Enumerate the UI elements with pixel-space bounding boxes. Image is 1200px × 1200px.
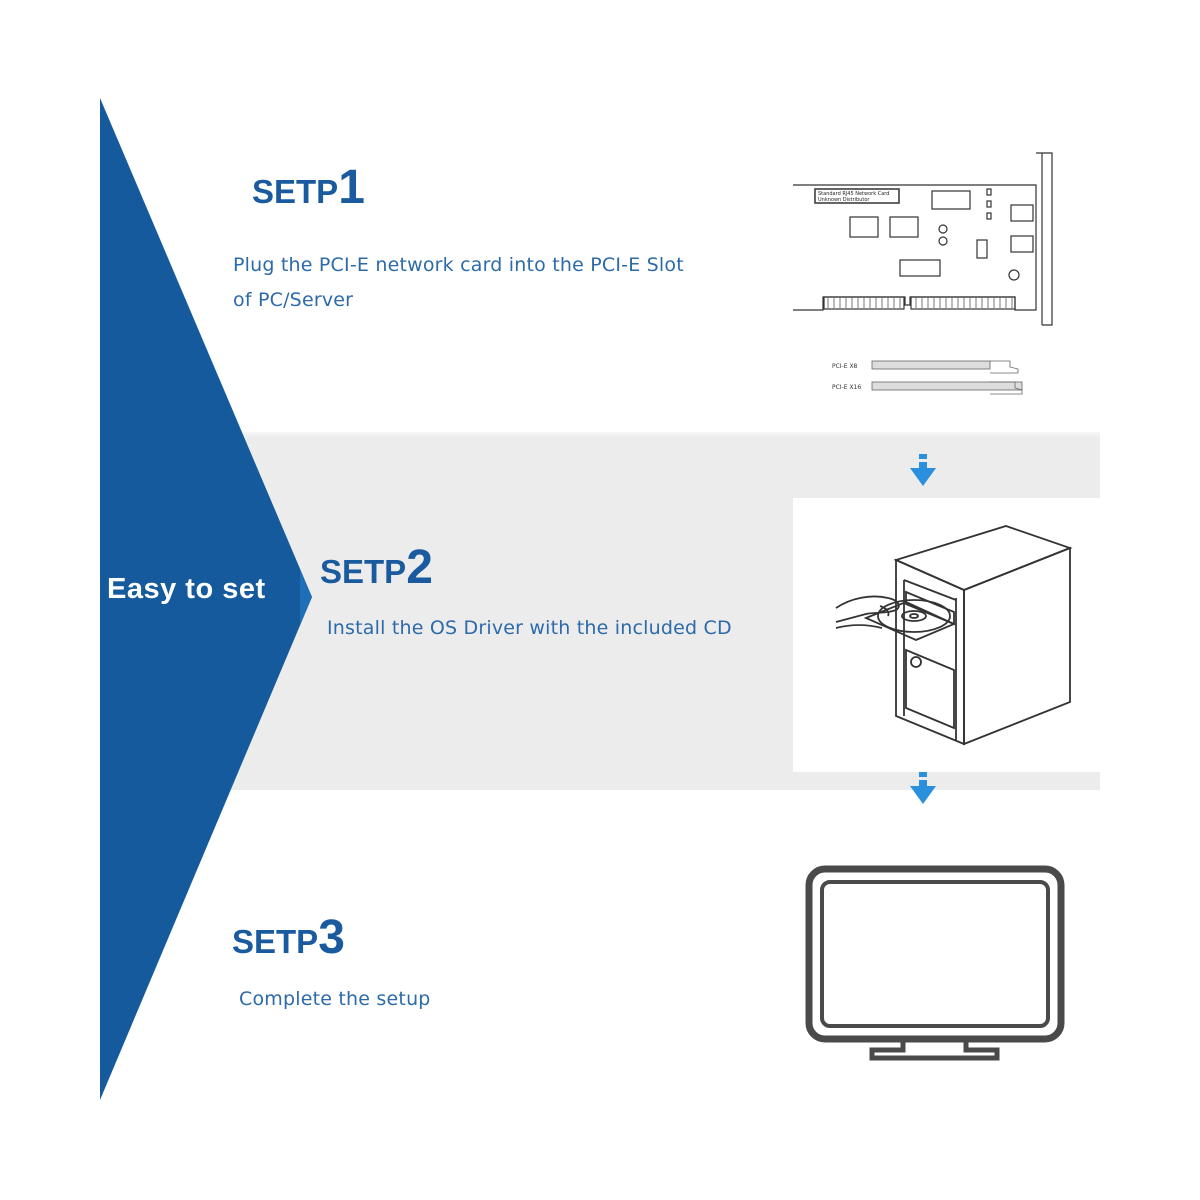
step1-desc-line1: Plug the PCI-E network card into the PCI… <box>233 254 684 276</box>
step3-desc-line1: Complete the setup <box>239 988 431 1010</box>
slot-label-x16: PCI-E X16 <box>832 384 861 391</box>
step2-heading: SETP2 <box>320 540 433 595</box>
step1-desc-line2: of PC/Server <box>233 289 354 311</box>
arrow-down-icon <box>910 454 936 486</box>
step3-word: SETP <box>232 923 319 960</box>
slot-label-x8: PCI-E X8 <box>832 363 858 370</box>
step1-description: Plug the PCI-E network card into the PCI… <box>233 248 684 318</box>
step1-heading: SETP1 <box>252 160 365 215</box>
step2-description: Install the OS Driver with the included … <box>327 611 732 646</box>
step2-desc-line1: Install the OS Driver with the included … <box>327 617 732 639</box>
pcie-slot-icon: PCI-E X8 PCI-E X16 <box>832 360 1023 395</box>
monitor-icon <box>805 865 1065 1061</box>
step3-description: Complete the setup <box>239 982 431 1017</box>
network-card-icon: Standard RJ45 Network Card Unknown Distr… <box>793 152 1053 395</box>
step2-number: 2 <box>406 541 433 594</box>
card-label-line2: Unknown Distributor <box>818 197 870 203</box>
step1-word: SETP <box>252 173 339 210</box>
step3-number: 3 <box>318 911 345 964</box>
step1-number: 1 <box>338 161 365 214</box>
computer-tower-cd-icon <box>835 525 1073 746</box>
card-label-line1: Standard RJ45 Network Card <box>818 191 889 197</box>
arrow-down-icon-2 <box>910 772 936 804</box>
step3-heading: SETP3 <box>232 910 345 965</box>
step2-word: SETP <box>320 553 407 590</box>
side-label: Easy to set <box>107 573 266 605</box>
